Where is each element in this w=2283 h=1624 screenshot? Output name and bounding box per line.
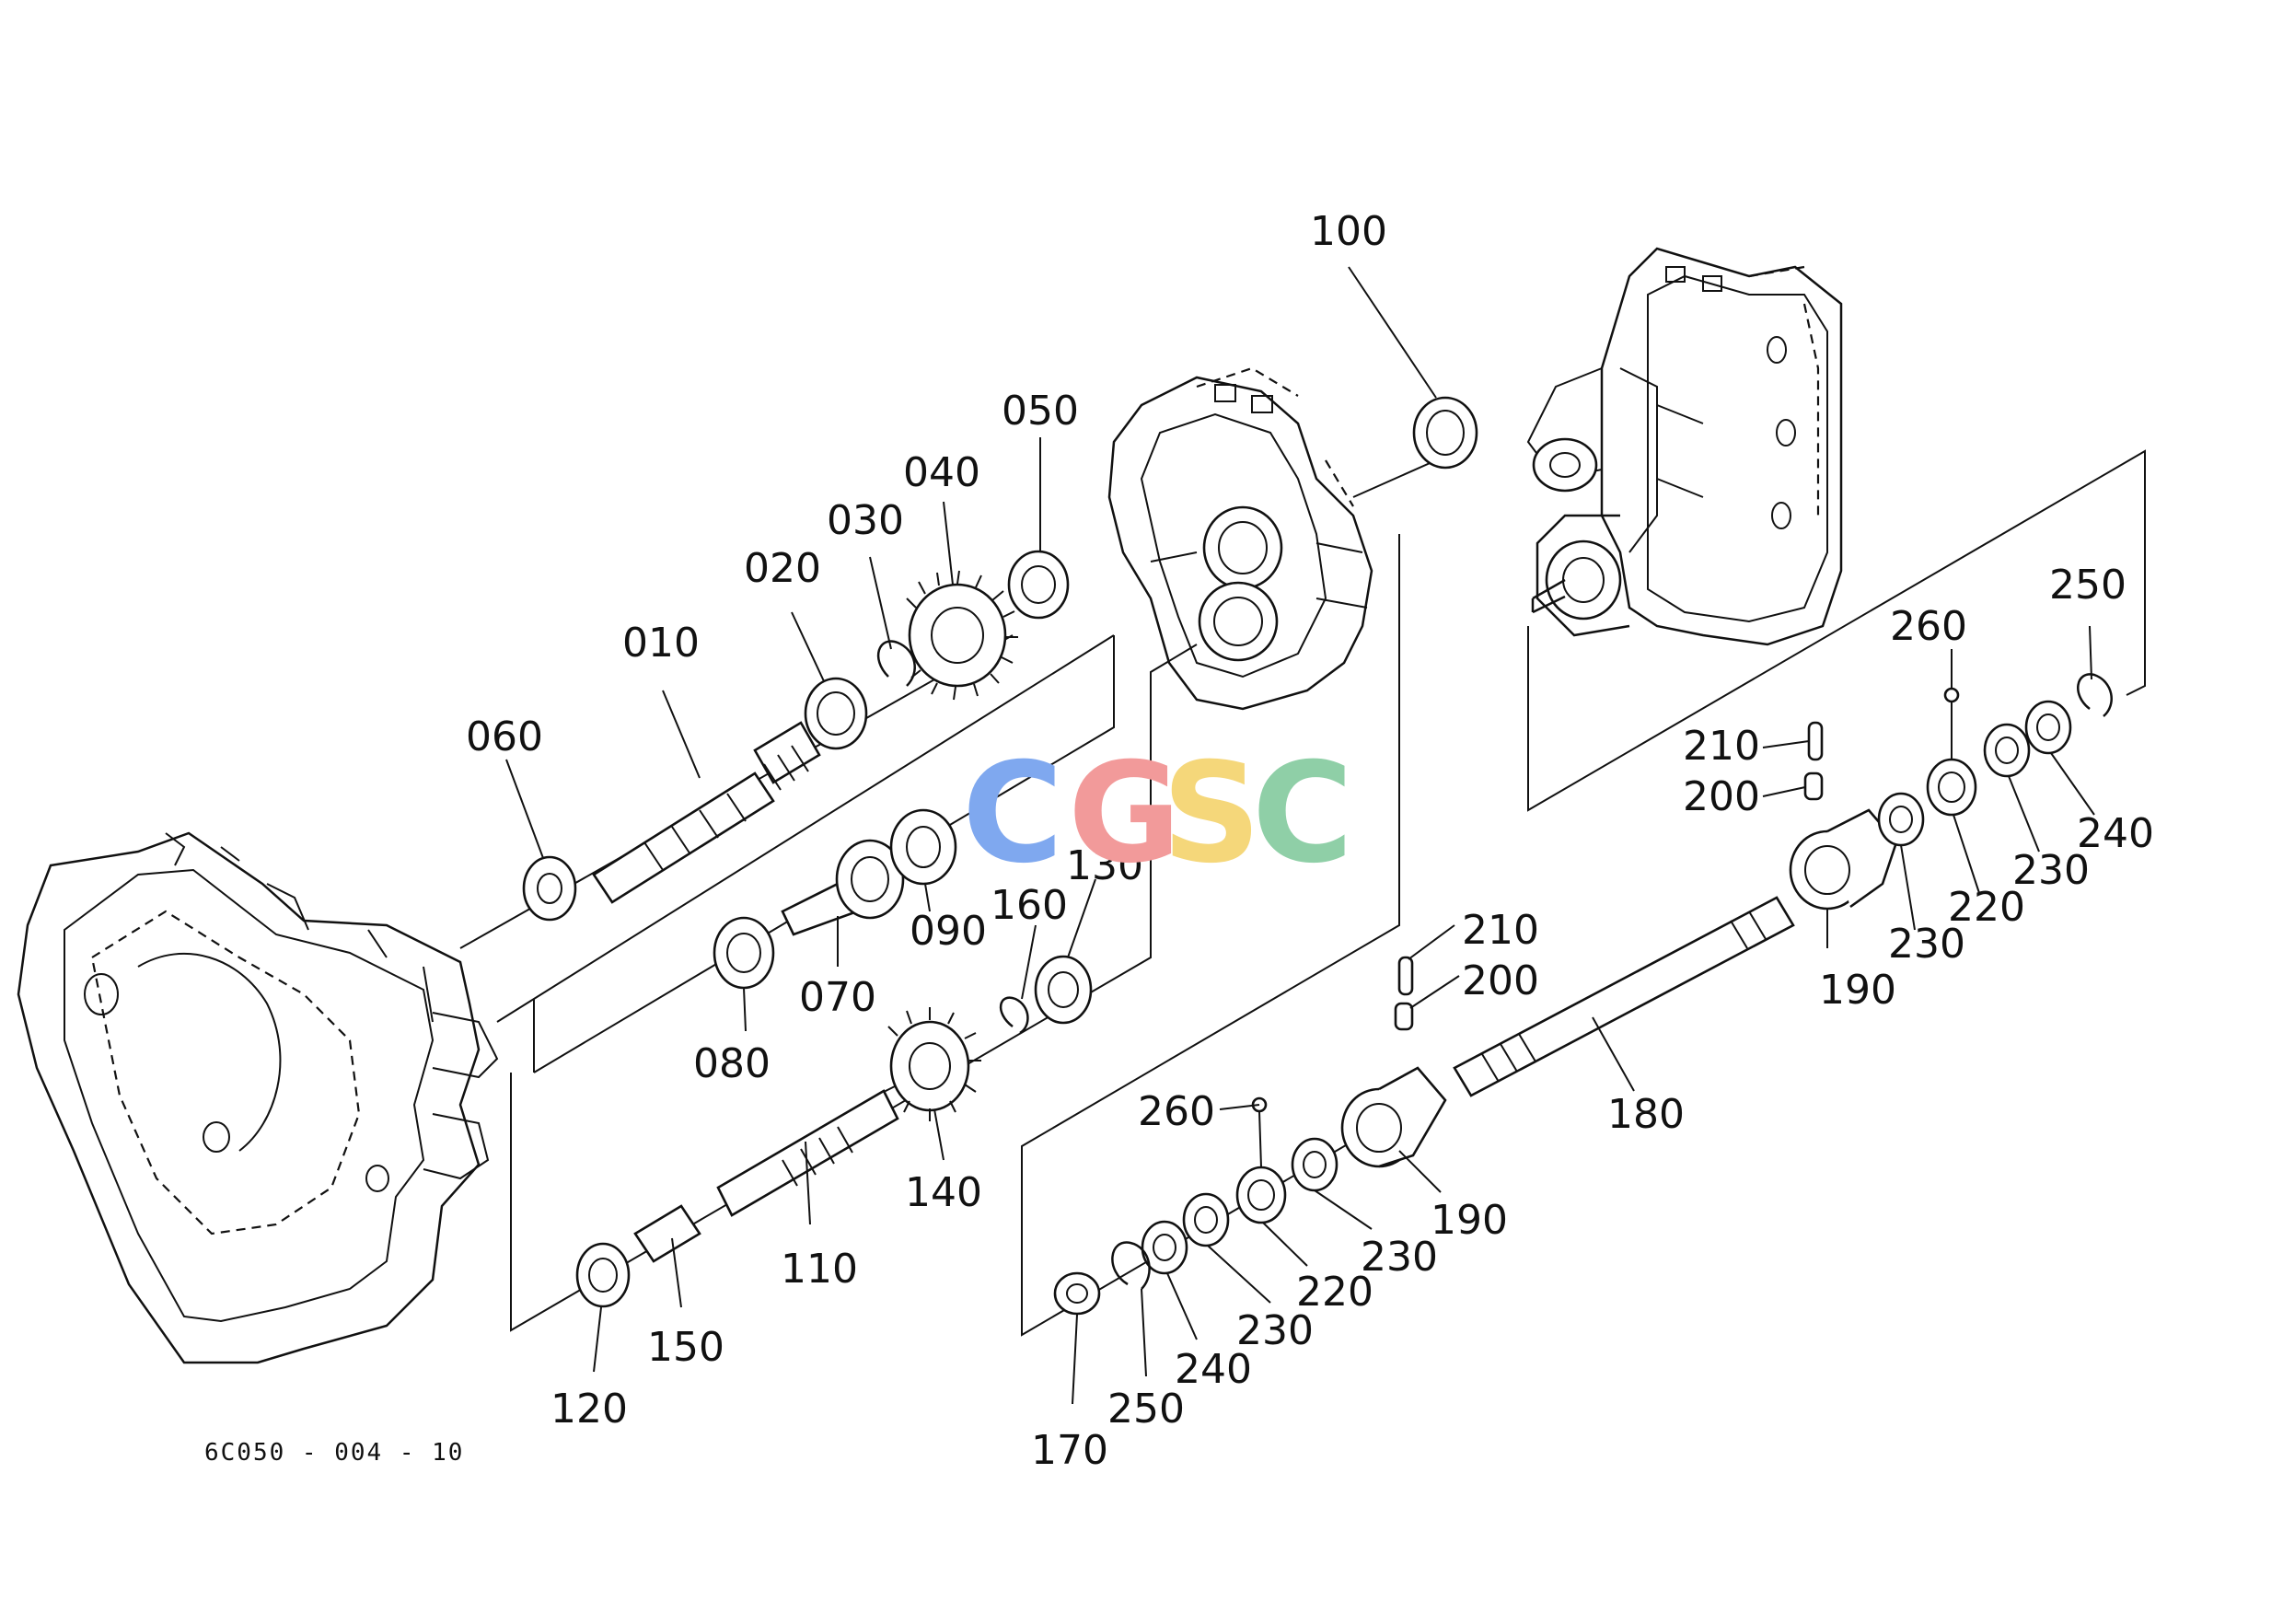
label-110: 110 [781,1246,858,1293]
label-150: 150 [647,1324,724,1371]
label-100: 100 [1310,208,1387,255]
label-220-lower: 220 [1296,1269,1373,1316]
shaft-180-assembly [1053,896,1795,1316]
label-120: 120 [550,1386,628,1433]
label-250-upper: 250 [2049,562,2127,609]
upper-right-group [1789,673,2113,911]
label-190-lower: 190 [1431,1197,1508,1244]
label-020: 020 [744,545,821,592]
label-230-lower-a: 230 [1236,1307,1314,1354]
label-180: 180 [1607,1091,1685,1138]
label-200-upper: 200 [1683,773,1760,820]
label-170: 170 [1031,1427,1108,1474]
watermark-letter-c1: C [962,734,1063,894]
label-250-lower: 250 [1107,1386,1185,1433]
label-230-upper-a: 230 [1888,921,1965,968]
transmission-housing-drawing [17,831,499,1364]
rear-housing-drawing [1526,247,1843,646]
label-010: 010 [622,620,700,667]
label-260-upper: 260 [1890,603,1967,650]
watermark-cgsc: C G S C [962,734,1353,894]
label-240-lower: 240 [1175,1346,1252,1393]
watermark-letter-g: G [1068,734,1181,894]
label-230-upper-b: 230 [2012,847,2090,894]
label-140: 140 [905,1169,982,1216]
label-190-upper: 190 [1819,967,1896,1014]
shaft-070-assembly [713,808,957,990]
label-240-upper: 240 [2077,810,2154,857]
label-220-upper: 220 [1948,884,2025,931]
label-200-lower: 200 [1462,957,1539,1004]
label-210-lower: 210 [1462,907,1539,954]
label-260-lower: 260 [1138,1088,1215,1135]
label-080: 080 [693,1040,771,1087]
label-060: 060 [466,713,543,760]
label-160: 160 [991,882,1068,929]
label-090: 090 [910,908,987,955]
watermark-letter-s: S [1162,734,1261,894]
shaft-010-assembly [522,396,1478,922]
label-040: 040 [903,449,980,496]
leader-lines [505,266,2095,1405]
label-030: 030 [827,497,904,544]
label-210-upper: 210 [1683,723,1760,770]
shaft-110-assembly [575,955,1093,1308]
label-230-lower-b: 230 [1361,1234,1438,1281]
part-labels: 060 010 020 030 040 050 100 080 070 090 … [466,208,2154,1474]
label-050: 050 [1002,388,1079,435]
diagram-code: 6C050 - 004 - 10 [204,1439,464,1467]
watermark-letter-c2: C [1252,734,1353,894]
label-070: 070 [799,974,876,1021]
label-130: 130 [1066,842,1143,889]
middle-housing-drawing [1107,366,1373,711]
gear-040 [906,570,1018,701]
